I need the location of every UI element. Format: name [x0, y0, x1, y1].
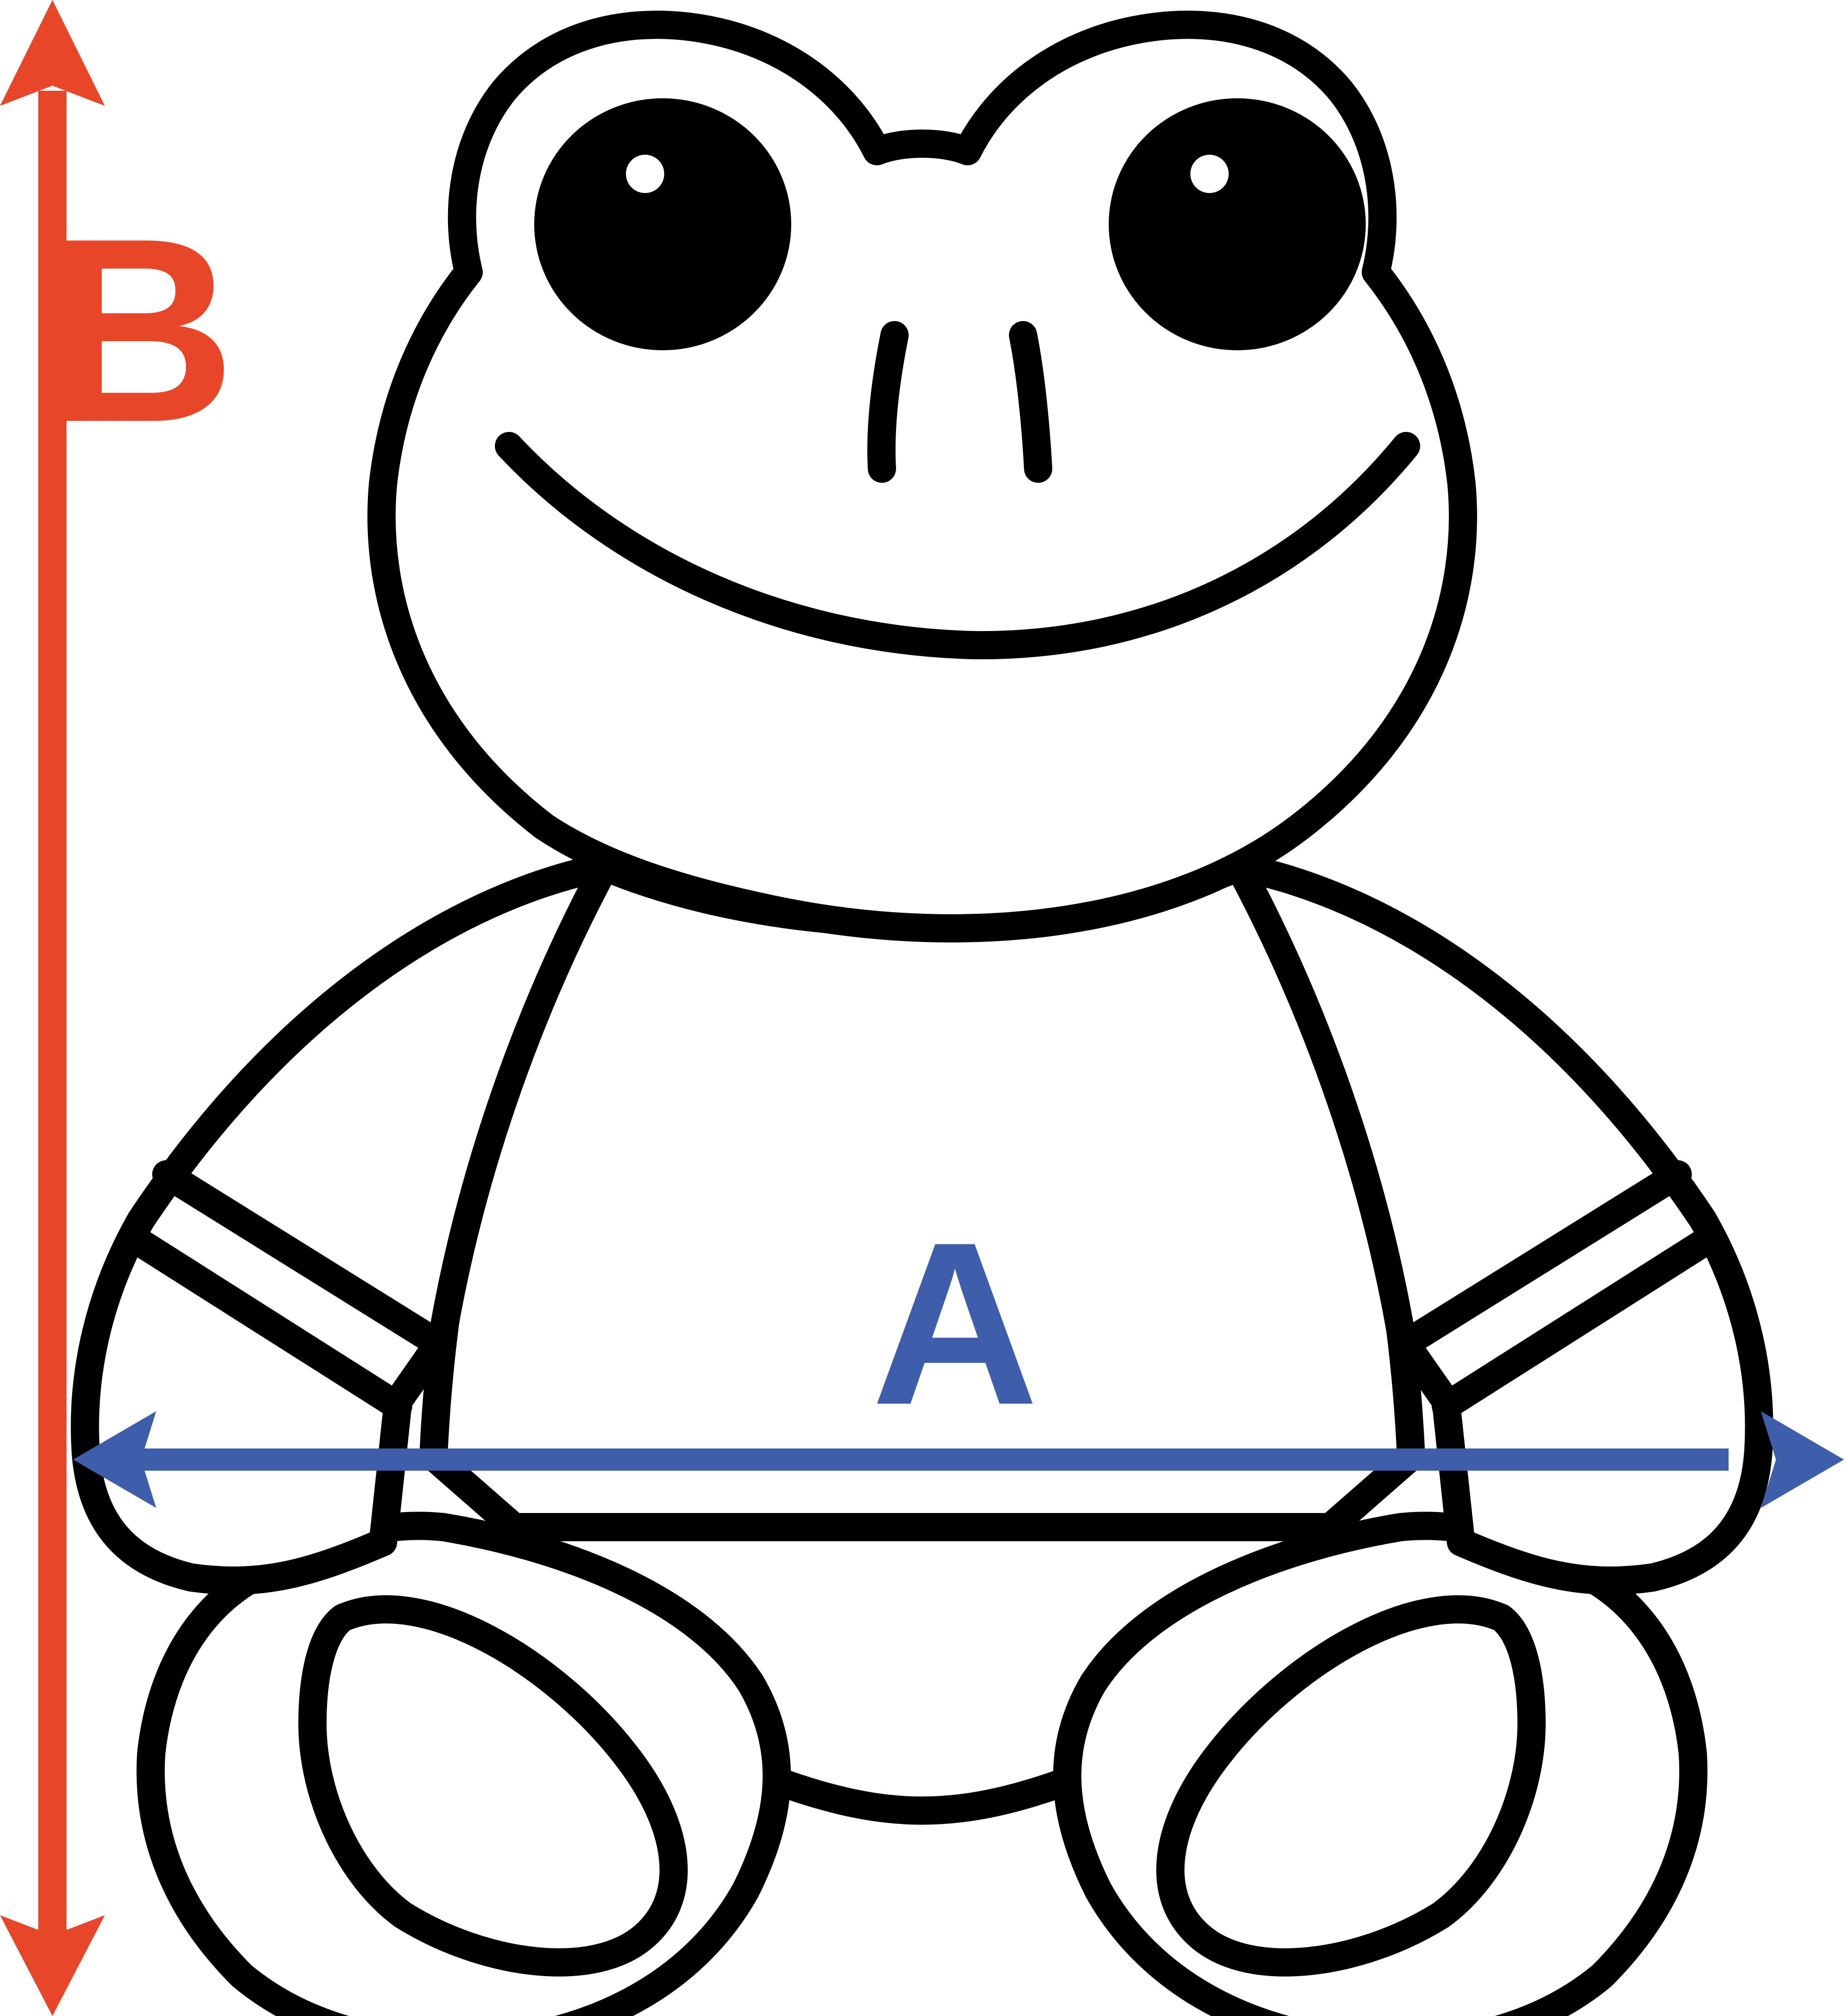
- height-dimension-arrow: [0, 0, 105, 2016]
- width-arrow-shaft: [116, 1448, 1729, 1471]
- width-dimension-arrow: [73, 1411, 1844, 1508]
- width-arrow-right-head: [1761, 1411, 1844, 1508]
- right-nostril: [1009, 321, 1052, 483]
- left-nostril: [867, 321, 909, 483]
- height-arrow-shaft: [38, 91, 67, 1935]
- crotch-line: [772, 1770, 1072, 1825]
- frog-plush-icon: [71, 11, 1773, 2016]
- left-arm: [71, 853, 619, 1595]
- height-label: B: [46, 184, 236, 477]
- height-arrow-top-head: [0, 0, 105, 106]
- left-foot: [136, 1511, 791, 2016]
- mouth-smile: [495, 432, 1420, 660]
- width-label: A: [871, 1194, 1039, 1453]
- right-eye: [1109, 98, 1366, 350]
- right-arm: [1225, 853, 1773, 1595]
- height-arrow-bottom-head: [0, 1915, 105, 2016]
- right-foot: [1053, 1511, 1708, 2016]
- left-eye: [534, 98, 791, 350]
- width-arrow-left-head: [73, 1411, 156, 1508]
